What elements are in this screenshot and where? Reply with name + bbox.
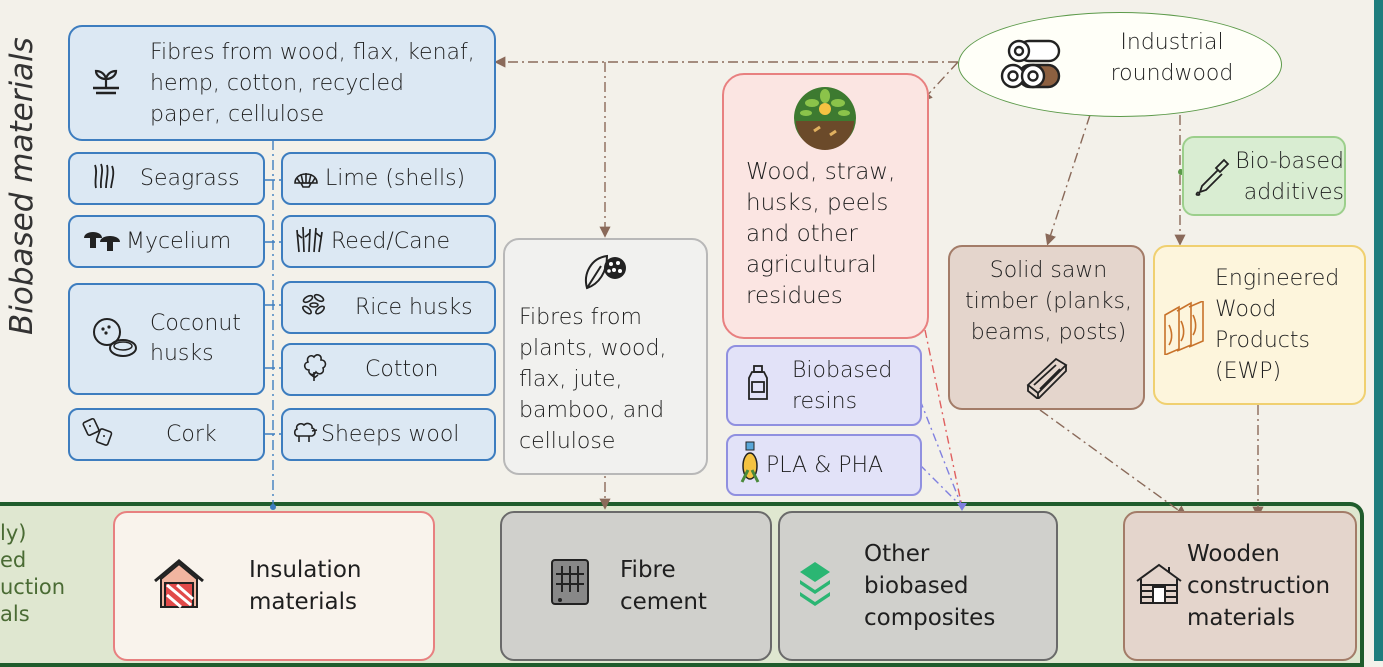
roundwood-box: Industrial roundwood [958, 12, 1282, 117]
bottle-icon [746, 364, 770, 408]
additives-box: Bio-based additives [1182, 136, 1346, 216]
arrow-sawn-to-wooden [1039, 409, 1188, 517]
logs-icon [997, 37, 1065, 99]
sprout-icon [90, 65, 122, 103]
band-label: ly) ed uction als [0, 521, 66, 626]
cotton-box: Cotton [281, 343, 496, 396]
cabin-icon [1135, 561, 1183, 611]
coconut-label: Coconut husks [150, 311, 241, 366]
lime-label: Lime (shells) [325, 166, 466, 191]
plank-icon [1024, 355, 1070, 405]
shell-icon [291, 161, 321, 197]
cork-icon [82, 416, 116, 454]
wool-label: Sheeps wool [321, 422, 460, 447]
dropper-icon [1194, 158, 1230, 202]
mycelium-box: Mycelium [68, 215, 265, 268]
resins-label: Biobased resins [792, 357, 893, 414]
pla-label: PLA & PHA [766, 452, 884, 478]
wooden-label: Wooden construction materials [1187, 541, 1331, 631]
cotton-label: Cotton [365, 357, 439, 382]
fibres-plants-label: Fibres from plants, wood, flax, jute, ba… [519, 305, 667, 454]
side-label: Biobased materials [4, 37, 40, 335]
wooden-box: Wooden construction materials [1123, 511, 1357, 661]
seagrass-box: Seagrass [68, 152, 265, 205]
reed-box: Reed/Cane [281, 215, 496, 268]
soil-plant-icon [792, 85, 858, 157]
reed-label: Reed/Cane [331, 229, 451, 254]
reed-icon [293, 224, 325, 260]
house-icon [151, 555, 207, 617]
fibre-cement-label: Fibre cement [620, 557, 707, 615]
seagrass-icon [88, 161, 118, 197]
corn-bottle-icon [738, 440, 762, 490]
coconut-box: Coconut husks [68, 283, 265, 395]
composites-label: Other biobased composites [864, 541, 996, 631]
residues-label: Wood, straw, husks, peels and other agri… [746, 159, 896, 309]
mushroom-icon [82, 224, 122, 260]
roundwood-label: Industrial roundwood [1110, 30, 1234, 86]
ewp-label: Engineered Wood Products (EWP) [1215, 266, 1340, 384]
cork-box: Cork [68, 408, 265, 461]
composites-box: Other biobased composites [778, 511, 1058, 661]
pla-box: PLA & PHA [726, 434, 922, 496]
additives-label: Bio-based additives [1235, 149, 1344, 205]
coconut-icon [90, 312, 138, 366]
cement-icon [550, 558, 594, 614]
arrow-to-sawn [1045, 114, 1091, 246]
right-edge-bar [1374, 0, 1383, 661]
resins-box: Biobased resins [726, 345, 922, 426]
insulation-label: Insulation materials [249, 557, 362, 615]
mycelium-label: Mycelium [126, 229, 232, 254]
cork-label: Cork [166, 422, 217, 447]
layers-icon [798, 560, 832, 612]
seagrass-label: Seagrass [140, 166, 240, 191]
residues-box: Wood, straw, husks, peels and other agri… [722, 73, 929, 339]
fibres-wood-box: Fibres from wood, flax, kenaf, hemp, cot… [68, 25, 496, 141]
ewp-box: Engineered Wood Products (EWP) [1153, 245, 1366, 405]
sawn-box: Solid sawn timber (planks, beams, posts) [948, 245, 1145, 410]
cotton-icon [299, 351, 329, 389]
fibres-wood-label: Fibres from wood, flax, kenaf, hemp, cot… [150, 40, 475, 127]
ewp-icon [1163, 299, 1207, 361]
rice-label: Rice husks [355, 295, 473, 320]
rice-icon [299, 290, 329, 326]
lime-box: Lime (shells) [281, 152, 496, 205]
fibres-plants-box: Fibres from plants, wood, flax, jute, ba… [503, 238, 708, 475]
sawn-label: Solid sawn timber (planks, beams, posts) [965, 258, 1132, 345]
rice-box: Rice husks [281, 281, 496, 334]
leaf-icon [581, 252, 629, 298]
insulation-box: Insulation materials [113, 511, 435, 661]
wool-box: Sheeps wool [281, 408, 496, 461]
sheep-icon [291, 419, 319, 451]
fibre-cement-box: Fibre cement [500, 511, 772, 661]
